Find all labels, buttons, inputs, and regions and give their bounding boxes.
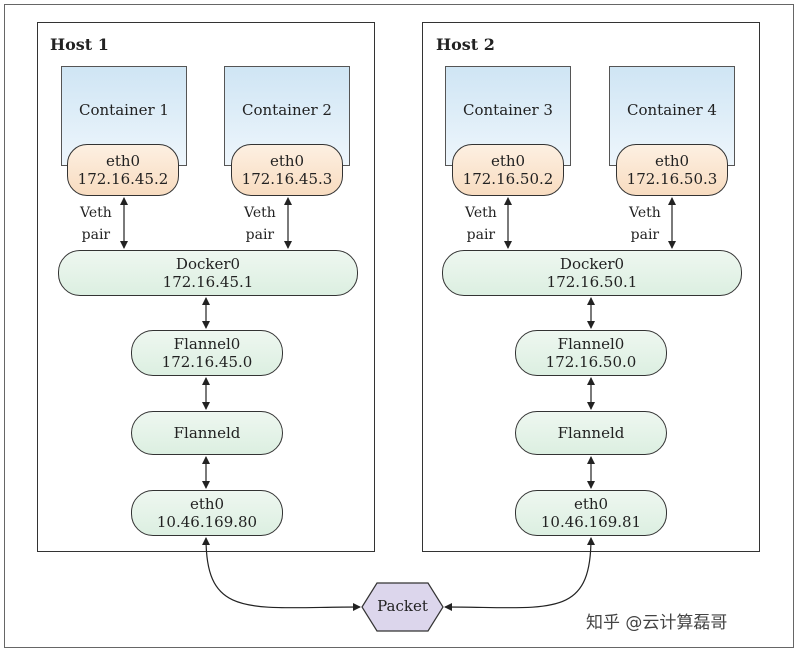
host-1-veth-label-left: Veth pair [80, 202, 112, 246]
host-1-flannel0-name: Flannel0 [173, 335, 241, 353]
container-4-eth-ip: 172.16.50.3 [626, 170, 718, 188]
container-4-eth-name: eth0 [654, 152, 690, 170]
container-4-eth0: eth0 172.16.50.3 [616, 144, 728, 196]
container-2-eth0: eth0 172.16.45.3 [231, 144, 343, 196]
host-2-flanneld: Flanneld [515, 411, 667, 455]
host-1-docker0: Docker0 172.16.45.1 [58, 250, 358, 296]
host-2-eth0-ip: 10.46.169.81 [540, 513, 642, 531]
container-4-label: Container 4 [627, 101, 717, 119]
host-1-docker0-name: Docker0 [175, 255, 241, 273]
host-2-flannel0: Flannel0 172.16.50.0 [515, 330, 667, 376]
container-2-eth-name: eth0 [269, 152, 305, 170]
host-1-packet-curve [202, 537, 361, 612]
host-2-flanneld-name: Flanneld [557, 424, 625, 442]
packet-label: Packet [377, 597, 428, 615]
host-2-veth-label-right: Veth pair [629, 202, 661, 246]
container-3-eth-ip: 172.16.50.2 [462, 170, 554, 188]
host-2-eth0-name: eth0 [573, 495, 609, 513]
host-1-docker0-ip: 172.16.45.1 [162, 273, 254, 291]
host-2-title: Host 2 [436, 35, 495, 54]
container-1-eth-name: eth0 [105, 152, 141, 170]
veth-word: Veth [465, 205, 497, 221]
pair-word: pair [81, 227, 111, 243]
host-2-docker0-ip: 172.16.50.1 [546, 273, 638, 291]
host-2-flannel0-ip: 172.16.50.0 [545, 353, 637, 371]
host-2-flannel0-name: Flannel0 [557, 335, 625, 353]
pair-word: pair [466, 227, 496, 243]
veth-word: Veth [244, 205, 276, 221]
container-2-label: Container 2 [242, 101, 332, 119]
container-3-eth0: eth0 172.16.50.2 [452, 144, 564, 196]
host-1-flannel0: Flannel0 172.16.45.0 [131, 330, 283, 376]
host-1-flannel0-ip: 172.16.45.0 [161, 353, 253, 371]
host-2-veth-label-left: Veth pair [465, 202, 497, 246]
veth-word: Veth [629, 205, 661, 221]
watermark-text: 知乎 @云计算磊哥 [586, 613, 728, 633]
host-1-eth0-ip: 10.46.169.80 [156, 513, 258, 531]
packet-hexagon [361, 582, 444, 632]
host-2-docker0: Docker0 172.16.50.1 [442, 250, 742, 296]
host-1-eth0-name: eth0 [189, 495, 225, 513]
container-1-label: Container 1 [79, 101, 169, 119]
host-1-veth-label-right: Veth pair [244, 202, 276, 246]
container-2-eth-ip: 172.16.45.3 [241, 170, 333, 188]
container-3-label: Container 3 [463, 101, 553, 119]
host-2-eth0: eth0 10.46.169.81 [515, 490, 667, 536]
pair-word: pair [245, 227, 275, 243]
pair-word: pair [630, 227, 660, 243]
host-2-docker0-name: Docker0 [559, 255, 625, 273]
container-1-eth-ip: 172.16.45.2 [77, 170, 169, 188]
diagram-frame [4, 4, 794, 648]
veth-word: Veth [80, 205, 112, 221]
host-1-title: Host 1 [50, 35, 109, 54]
container-3-eth-name: eth0 [490, 152, 526, 170]
container-1-eth0: eth0 172.16.45.2 [67, 144, 179, 196]
host-2-packet-curve [444, 537, 595, 612]
host-1-flanneld: Flanneld [131, 411, 283, 455]
host-1-flanneld-name: Flanneld [173, 424, 241, 442]
host-1-eth0: eth0 10.46.169.80 [131, 490, 283, 536]
